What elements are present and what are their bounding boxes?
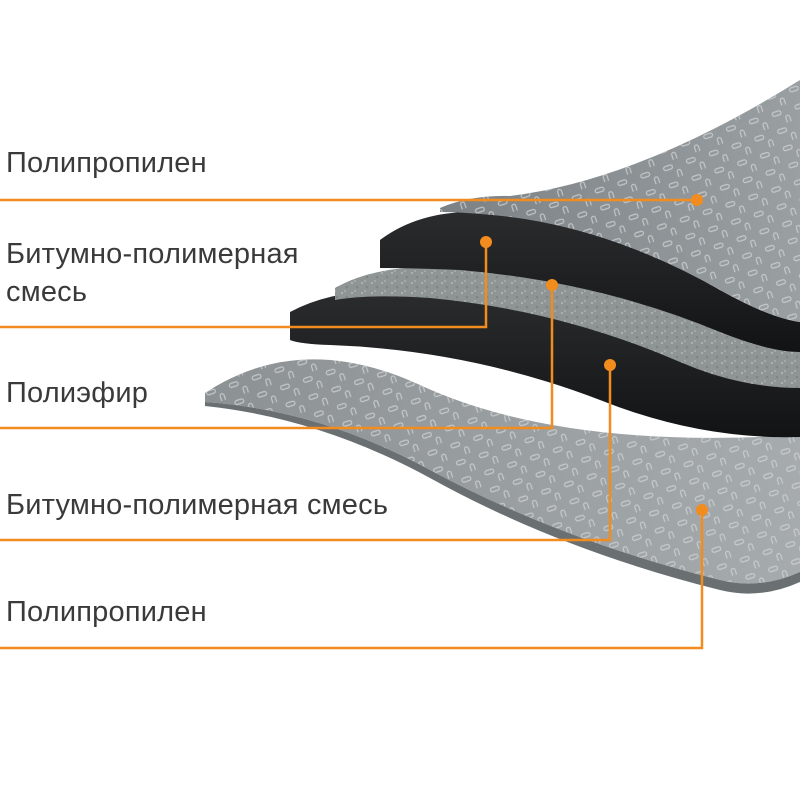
label-polyester: Полиэфир bbox=[6, 374, 148, 412]
marker-dot-3 bbox=[546, 279, 558, 291]
polyester-layer bbox=[335, 266, 800, 388]
leader-line-5 bbox=[0, 510, 704, 650]
label-bitumen-polymer-lower: Битумно-полимерная смесь bbox=[6, 486, 388, 524]
marker-dot-2 bbox=[480, 236, 492, 248]
bottom-polypropylene-sheet bbox=[205, 359, 800, 594]
label-polypropylene-top: Полипропилен bbox=[6, 144, 207, 182]
marker-dot-5 bbox=[696, 504, 708, 516]
leader-lines bbox=[0, 198, 704, 650]
leader-line-4 bbox=[0, 365, 612, 542]
label-bitumen-polymer-upper: Битумно-полимерная смесь bbox=[6, 235, 299, 311]
marker-dot-1 bbox=[691, 194, 703, 206]
leader-line-3 bbox=[0, 285, 554, 430]
label-line: Битумно-полимерная смесь bbox=[6, 489, 389, 521]
label-line: смесь bbox=[6, 276, 88, 308]
label-line: Полиэфир bbox=[6, 377, 149, 409]
marker-dots bbox=[480, 194, 708, 516]
label-line: Полипропилен bbox=[6, 147, 207, 179]
leader-line-2 bbox=[0, 242, 488, 329]
label-line: Битумно-полимерная bbox=[6, 238, 299, 270]
label-line: Полипропилен bbox=[6, 596, 207, 628]
marker-dot-4 bbox=[604, 359, 616, 371]
label-polypropylene-bottom: Полипропилен bbox=[6, 593, 207, 631]
